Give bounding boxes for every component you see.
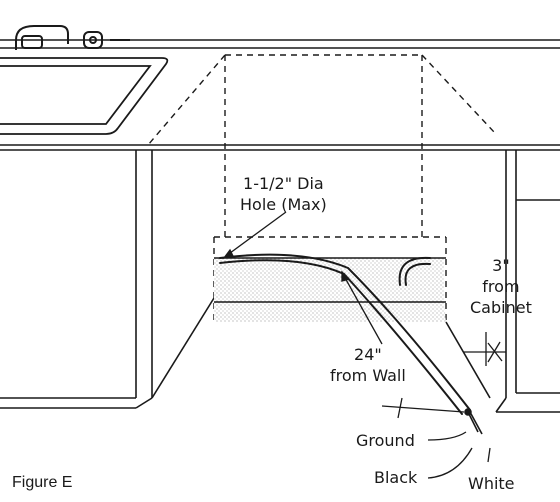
black-label: Black (374, 468, 418, 487)
wall-label: 24" from Wall (330, 345, 406, 387)
sink (0, 57, 169, 135)
figure-caption: Figure E (12, 474, 73, 491)
cabinet-label-line2: Cabinet (470, 297, 532, 317)
cabinet-label-line1: from (482, 276, 520, 296)
hole-label: 1-1/2" Dia Hole (Max) (240, 174, 327, 216)
wire-leaders (427, 431, 491, 479)
ground-label: Ground (356, 431, 415, 450)
wall-dimension (341, 270, 465, 419)
white-label: White (468, 474, 515, 493)
hole-label-line2: Hole (Max) (240, 194, 327, 214)
hole-label-line1: 1-1/2" Dia (243, 174, 324, 193)
wall-label-value: 24" (354, 345, 382, 364)
hole-leader (222, 211, 287, 260)
wall-label-line: from Wall (330, 365, 406, 385)
left-cabinet (0, 150, 215, 409)
right-cabinet (445, 150, 560, 413)
wire-leads (464, 408, 483, 435)
faucet-icon (15, 25, 130, 50)
cabinet-label: 3" from Cabinet (470, 256, 532, 318)
cabinet-label-value: 3" (492, 256, 510, 275)
cabinet-dimension (463, 332, 506, 366)
